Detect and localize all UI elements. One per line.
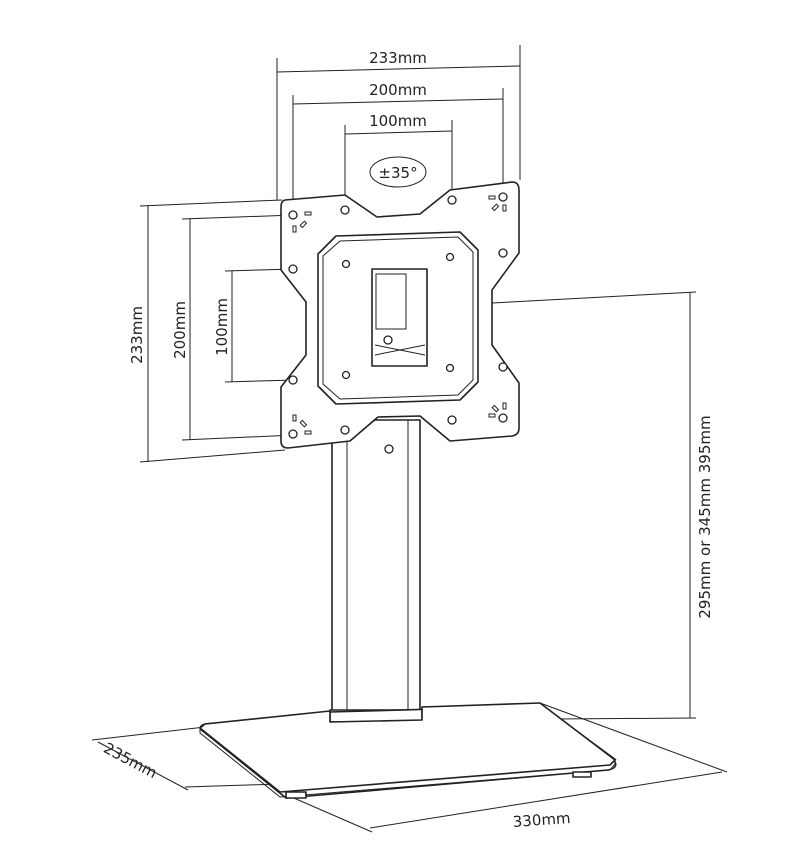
left-dimensions <box>139 199 296 463</box>
label-plate-width-top: 233mm <box>369 49 427 67</box>
label-base-width: 330mm <box>512 809 571 831</box>
rotation-indicator <box>369 156 427 188</box>
base-plate <box>199 702 617 799</box>
label-plate-height-left: 233mm <box>128 306 146 364</box>
label-vesa-200-left: 200mm <box>171 301 189 359</box>
label-vesa-100-left: 100mm <box>213 298 231 356</box>
top-dimensions <box>276 45 521 205</box>
column <box>329 419 423 723</box>
label-height-options: 295mm or 345mm 395mm <box>696 415 714 618</box>
label-vesa-100-top: 100mm <box>369 112 427 130</box>
label-base-depth: 235mm <box>101 739 161 782</box>
label-vesa-200-top: 200mm <box>369 81 427 99</box>
vesa-plate <box>280 181 520 454</box>
label-rotation: ±35° <box>378 164 417 182</box>
